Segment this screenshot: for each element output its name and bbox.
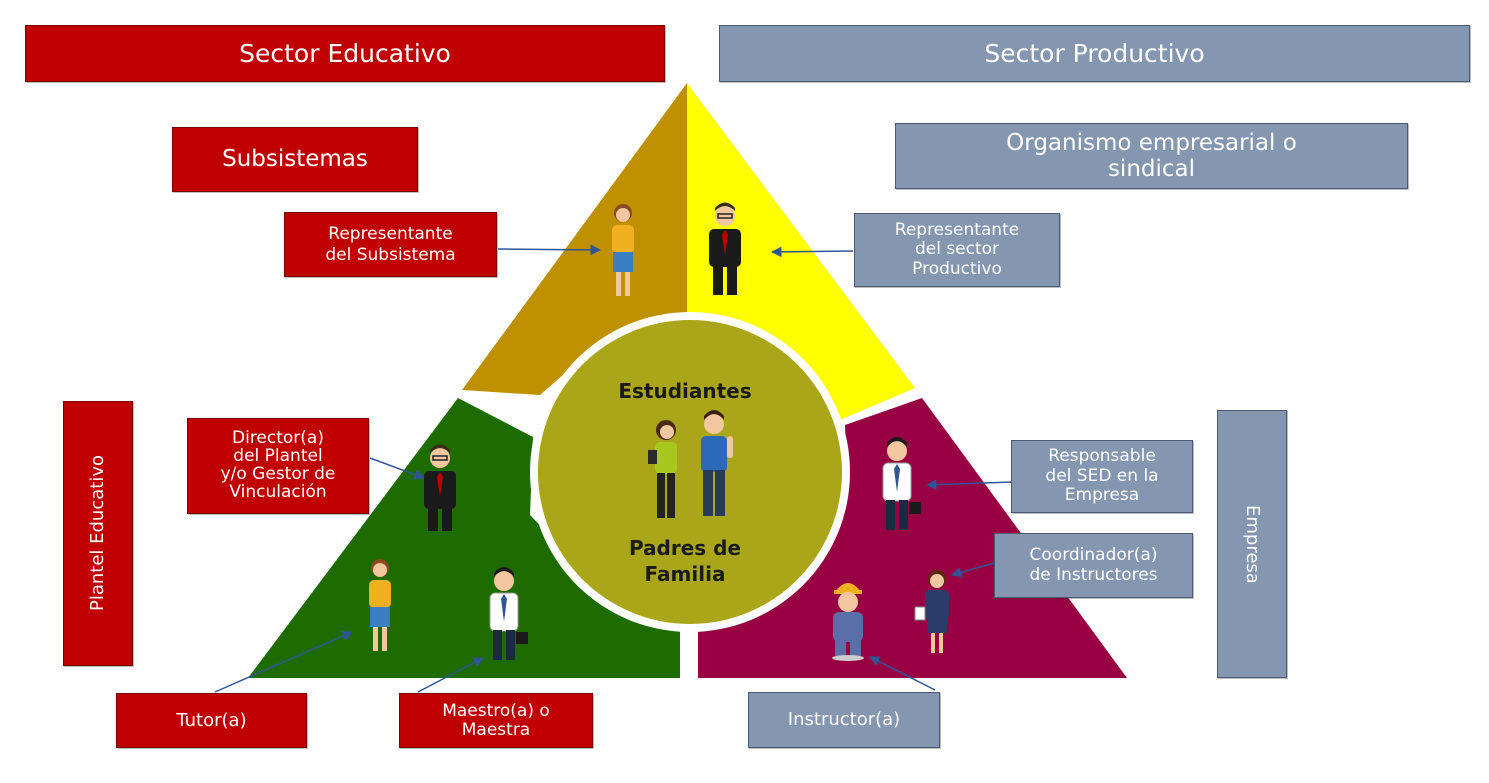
woman-figure (369, 559, 391, 651)
coordinador-box: Coordinador(a) de Instructores (994, 533, 1193, 598)
arrow-maestro (417, 657, 484, 693)
man-with-briefcase-figure (882, 437, 921, 530)
student-boy-figure (701, 410, 733, 516)
student-girl-figure (648, 420, 677, 518)
businesswoman-figure (914, 570, 949, 653)
representante-productivo-box: Representante del sector Productivo (854, 213, 1060, 287)
man-with-briefcase-figure (489, 567, 528, 660)
representante-subsistema-box: Representante del Subsistema (284, 212, 497, 277)
estudiantes-label: Estudiantes (618, 379, 752, 403)
arrow-responsable-sed (925, 479, 1013, 490)
plantel-educativo-label: Plantel Educativo (87, 455, 109, 612)
bottom-right-segment (698, 398, 1127, 678)
instructor-box: Instructor(a) (748, 692, 940, 748)
woman-figure (612, 204, 634, 296)
subsistemas-box: Subsistemas (172, 127, 418, 192)
sector-productivo-header: Sector Productivo (719, 25, 1470, 82)
arrow-representante-subsistema (497, 244, 602, 256)
arrow-representante-productivo (770, 246, 854, 258)
arrow-instructor (869, 656, 936, 691)
arrow-tutor (214, 630, 353, 693)
responsable-sed-box: Responsable del SED en la Empresa (1011, 440, 1193, 513)
tutor-box: Tutor(a) (116, 693, 307, 748)
maestro-box: Maestro(a) o Maestra (399, 693, 593, 748)
center-circle (538, 320, 842, 624)
businessman-figure (424, 444, 456, 531)
arrow-director (369, 457, 425, 480)
organismo-box: Organismo empresarial o sindical (895, 123, 1408, 189)
worker-with-hardhat-figure (832, 583, 864, 661)
empresa-label: Empresa (1241, 504, 1263, 584)
director-box: Director(a) del Plantel y/o Gestor de Vi… (187, 418, 369, 514)
empresa-box: Empresa (1217, 410, 1287, 678)
arrow-coordinador (950, 562, 995, 578)
top-left-segment (462, 83, 687, 395)
bottom-left-segment (248, 398, 680, 678)
businessman-figure (709, 202, 741, 295)
sector-educativo-header: Sector Educativo (25, 25, 665, 82)
plantel-educativo-box: Plantel Educativo (63, 401, 133, 666)
padres-de-familia-label: Padres de Familia (628, 536, 742, 586)
